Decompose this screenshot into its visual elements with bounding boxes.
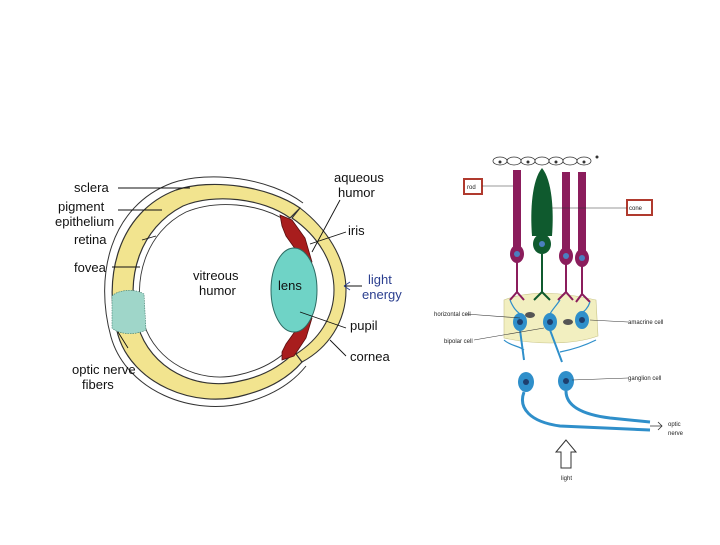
label-fovea: fovea [74, 260, 107, 275]
label-retina: retina [74, 232, 107, 247]
optic-nerve-axon-2 [564, 390, 651, 424]
label-iris: iris [348, 223, 365, 238]
cone-cell [531, 168, 553, 301]
dendrites [503, 299, 597, 353]
bipolar-cell-1 [543, 313, 557, 331]
label-bipolar-cell: bipolar cell [444, 339, 473, 345]
label-optic-nerve-retina-1: optic [668, 422, 681, 428]
label-lens: lens [278, 278, 302, 293]
label-amacrine-cell: amacrine cell [628, 320, 663, 326]
label-vitreous: vitreous [193, 268, 239, 283]
eye-diagram: sclera pigment epithelium retina fovea o… [55, 170, 402, 407]
label-optic-nerve: optic nerve [72, 362, 136, 377]
horizontal-cell [513, 313, 527, 331]
optic-nerve-axon-1 [521, 391, 651, 432]
label-energy: energy [362, 287, 402, 302]
rod-cell-2 [557, 172, 574, 301]
label-ganglion-cell: ganglion cell [628, 376, 661, 382]
rod-label-box [463, 178, 483, 195]
rod-cell-1 [509, 170, 525, 301]
amacrine-nucleus [563, 319, 573, 325]
retina-diagram: rod cone horizontal cell amacrine cell b… [434, 155, 684, 482]
label-light-retina: light [561, 476, 572, 482]
light-arrow-icon [554, 439, 578, 469]
label-sclera: sclera [74, 180, 109, 195]
label-optic-nerve-retina-2: nerve [668, 431, 684, 437]
label-horizontal-cell: horizontal cell [434, 312, 471, 318]
optic-nerve-fibers [111, 290, 147, 334]
horizontal-nucleus [525, 312, 535, 318]
label-humor: humor [199, 283, 237, 298]
ganglion-cell-1 [518, 329, 534, 392]
ganglion-cell-2 [549, 329, 574, 391]
rod-cell-3 [575, 172, 591, 303]
amacrine-cell [575, 311, 589, 329]
label-rod: rod [467, 185, 476, 191]
label-pigment: pigment [58, 199, 105, 214]
label-aqueous-humor: humor [338, 185, 376, 200]
cone-label-box [626, 199, 653, 216]
pigment-epithelium-row [492, 155, 599, 166]
lens-shape [270, 247, 318, 333]
label-fibers: fibers [82, 377, 114, 392]
label-aqueous: aqueous [334, 170, 384, 185]
label-epithelium: epithelium [55, 214, 114, 229]
sclera-outer-line [104, 176, 307, 407]
label-cornea: cornea [350, 349, 391, 364]
label-light: light [368, 272, 392, 287]
label-cone: cone [629, 206, 643, 212]
label-pupil: pupil [350, 318, 378, 333]
